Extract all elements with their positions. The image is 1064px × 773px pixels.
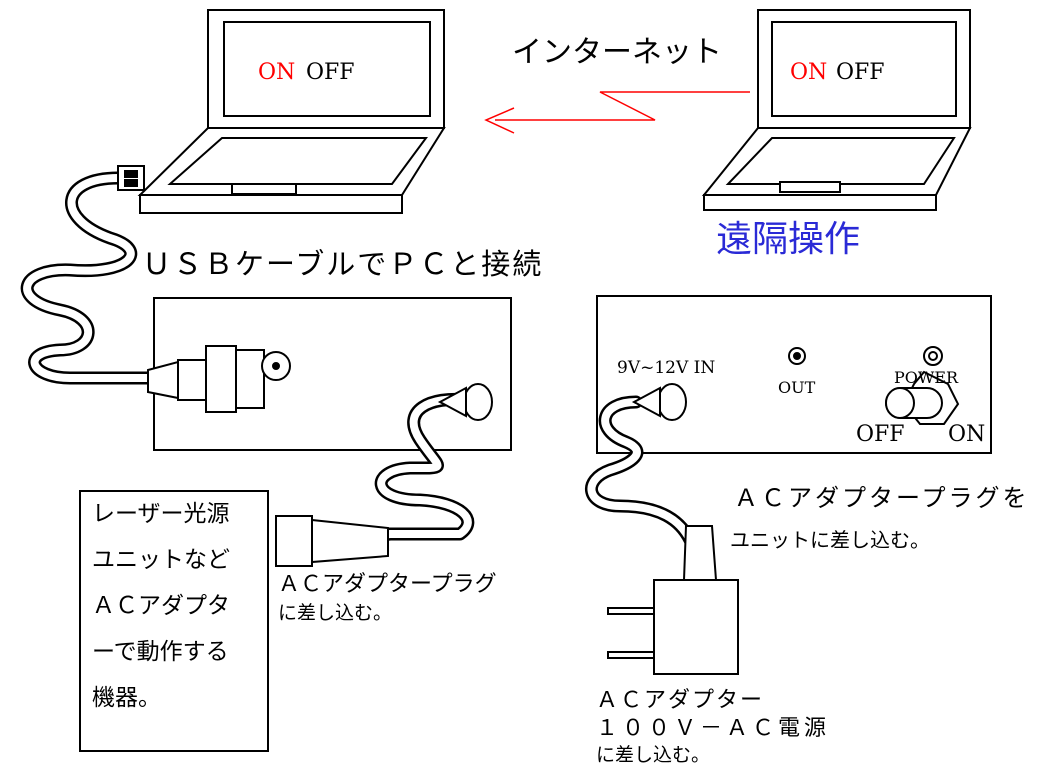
left-screen-on-label: ON <box>258 60 296 85</box>
power-label: POWER <box>894 368 959 387</box>
device-text-line: 機器。 <box>92 685 161 711</box>
internet-label: インターネット <box>512 35 722 70</box>
device-text-line: ＡＣアダプタ <box>92 593 230 619</box>
power-led-icon <box>923 346 943 366</box>
left-ac-plug-icon <box>275 515 389 567</box>
device-text-line: ーで動作する <box>92 639 229 665</box>
right-laptop-base <box>703 194 937 211</box>
arrow-head-icon <box>484 107 515 134</box>
input-jack-label: 9V~12V IN <box>617 358 716 378</box>
left-plug-label-line1: ＡＣアダプタープラグ <box>278 572 497 597</box>
right-laptop-screen <box>771 21 957 117</box>
left-laptop-touchpad <box>231 183 297 195</box>
lightning-line <box>495 91 750 121</box>
right-dc-jack-icon <box>631 383 687 421</box>
usb-plug <box>147 345 291 413</box>
switch-off-label: OFF <box>856 422 905 447</box>
internet-signal <box>484 91 750 134</box>
left-plug-label-line2: に差し込む。 <box>278 602 393 624</box>
device-text-line: レーザー光源 <box>92 501 230 527</box>
right-screen-off-label: OFF <box>836 60 885 85</box>
adapter-label-line3: に差し込む。 <box>596 744 711 766</box>
device-box <box>79 490 269 752</box>
usb-connection-label: ＵＳＢケーブルでＰＣと接続 <box>142 247 544 281</box>
right-laptop-keyboard <box>725 137 956 185</box>
left-ac-cable <box>323 392 475 549</box>
left-laptop-keyboard <box>167 137 428 185</box>
right-laptop-touchpad <box>779 181 841 193</box>
adapter-cord-sleeve <box>682 525 718 581</box>
left-screen-off-label: OFF <box>306 60 355 85</box>
adapter-label-line1: ＡＣアダプター <box>596 688 765 713</box>
left-laptop <box>137 9 446 214</box>
device-text-line: ユニットなど <box>92 547 230 573</box>
switch-on-label: ON <box>948 422 986 447</box>
left-dc-jack-icon <box>437 383 493 421</box>
remote-operation-label: 遠隔操作 <box>716 219 861 260</box>
right-plug-label-line1: ＡＣアダプタープラグを <box>734 484 1030 512</box>
usb-cable <box>20 171 155 385</box>
adapter-label-line2: １００Ｖ－ＡＣ電源 <box>596 716 831 741</box>
out-jack-label: OUT <box>778 378 816 397</box>
ac-adapter-icon <box>607 579 739 675</box>
out-jack-icon <box>788 347 806 365</box>
right-plug-label-line2: ユニットに差し込む。 <box>730 528 930 552</box>
right-ac-cable <box>585 395 707 567</box>
right-screen-on-label: ON <box>790 60 828 85</box>
left-laptop-screen <box>223 21 431 117</box>
usb-connector-icon <box>117 165 145 191</box>
right-laptop <box>701 9 972 211</box>
power-switch-icon <box>885 370 960 425</box>
left-laptop-base <box>139 194 403 214</box>
